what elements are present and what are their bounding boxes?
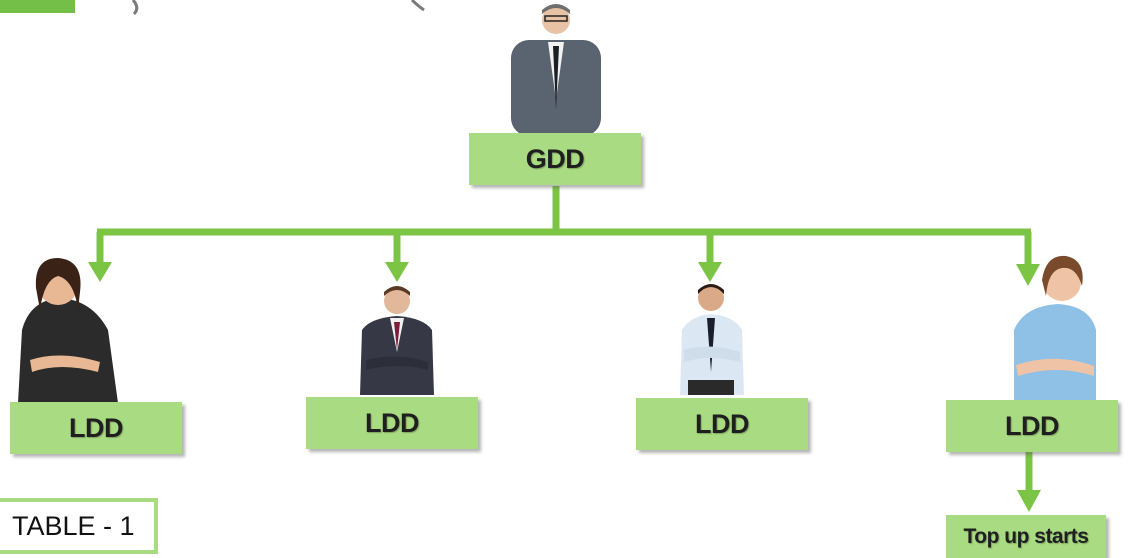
ldd-node-label: LDD (365, 407, 420, 438)
person-icon-ldd-3 (680, 284, 744, 395)
gdd-node: GDD (469, 133, 641, 185)
person-icon-gdd (511, 4, 601, 136)
ldd-node-label: LDD (69, 412, 124, 443)
top-up-label: Top up starts (963, 524, 1089, 548)
person-icon-ldd-4 (1014, 255, 1096, 400)
ldd-node-4: LDD (946, 400, 1118, 452)
ldd-node-2: LDD (306, 397, 478, 449)
ldd-node-label: LDD (1005, 410, 1060, 441)
gdd-node-label: GDD (525, 143, 585, 174)
table-label: TABLE - 1 (0, 498, 158, 554)
person-icon-ldd-1 (18, 258, 118, 403)
corner-accent-tab (0, 0, 75, 13)
top-up-node: Top up starts (946, 515, 1106, 558)
ldd-node-1: LDD (10, 402, 182, 454)
ldd-node-3: LDD (636, 398, 808, 450)
table-label-text: TABLE - 1 (12, 510, 135, 541)
person-icon-ldd-2 (360, 286, 434, 395)
ldd-node-label: LDD (695, 408, 750, 439)
